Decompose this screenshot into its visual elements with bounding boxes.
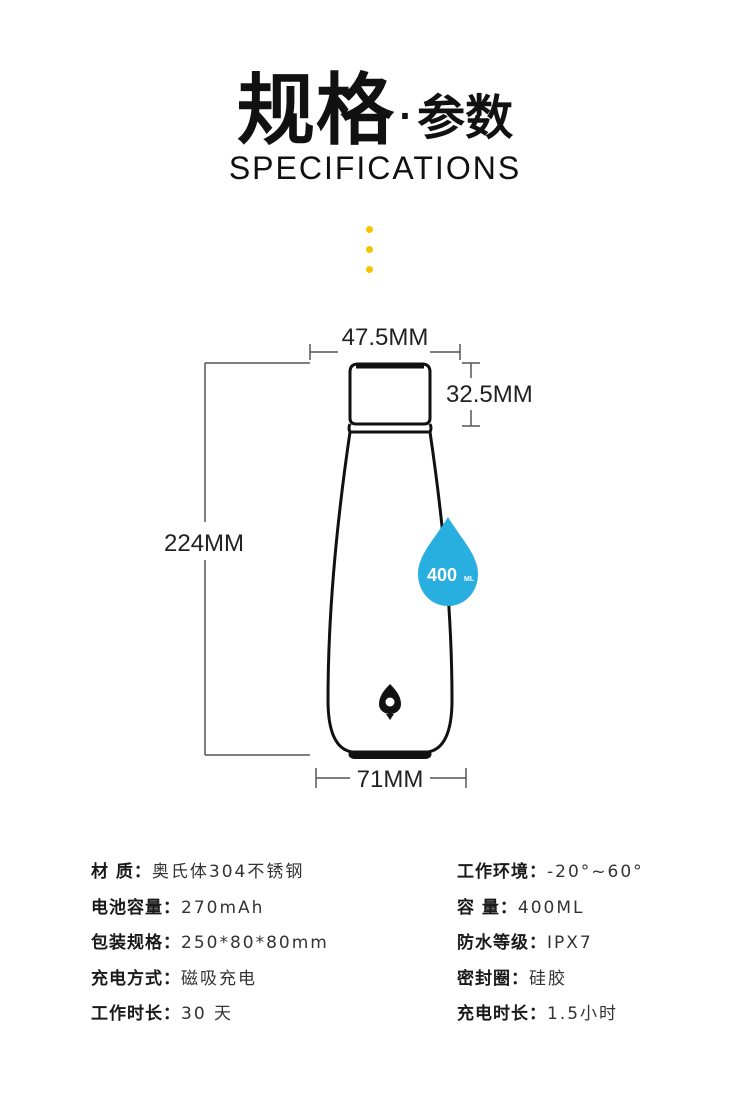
spec-row: 充电方式：磁吸充电 xyxy=(91,962,329,998)
spec-value: 250*80*80mm xyxy=(181,933,329,953)
capacity-unit: ML xyxy=(464,576,475,583)
spec-label: 工作环境： xyxy=(457,862,547,882)
spec-row: 防水等级：IPX7 xyxy=(457,926,644,962)
spec-value: 磁吸充电 xyxy=(181,968,257,989)
spec-value: IPX7 xyxy=(547,933,593,953)
spec-label: 容 量： xyxy=(457,897,518,918)
spec-row: 密封圈：硅胶 xyxy=(457,962,644,998)
spec-list: 材 质：奥氏体304不锈钢 电池容量：270mAh 包装规格：250*80*80… xyxy=(0,855,750,1055)
total-height-dimension xyxy=(204,362,310,756)
cap-height-dimension xyxy=(462,362,480,427)
decorative-dots xyxy=(366,226,374,276)
spec-label: 防水等级： xyxy=(457,933,547,953)
bottle-base xyxy=(348,751,432,759)
spec-row: 工作环境：-20°~60° xyxy=(457,855,644,891)
spec-row: 电池容量：270mAh xyxy=(91,891,329,927)
spec-value: 硅胶 xyxy=(529,968,567,989)
title-row: 规格 · 参数 xyxy=(0,50,750,150)
top-width-label: 47.5MM xyxy=(342,324,429,351)
spec-column-right: 工作环境：-20°~60° 容 量：400ML 防水等级：IPX7 密封圈：硅胶… xyxy=(457,855,644,1033)
page-subtitle: 参数 xyxy=(417,90,514,146)
spec-label: 材 质： xyxy=(91,862,152,882)
spec-label: 密封圈： xyxy=(457,968,529,989)
bottle-cap xyxy=(348,362,432,426)
spec-row: 包装规格：250*80*80mm xyxy=(91,926,329,962)
base-width-label: 71MM xyxy=(357,766,424,793)
spec-label: 充电方式： xyxy=(91,968,181,989)
total-height-label: 224MM xyxy=(164,530,244,557)
spec-label: 电池容量： xyxy=(91,897,181,918)
spec-label: 充电时长： xyxy=(457,1004,547,1024)
spec-value: 奥氏体304不锈钢 xyxy=(151,862,305,882)
dot-icon xyxy=(366,226,373,233)
spec-column-left: 材 质：奥氏体304不锈钢 电池容量：270mAh 包装规格：250*80*80… xyxy=(91,855,329,1033)
spec-row: 容 量：400ML xyxy=(457,891,644,927)
base-width-dimension xyxy=(315,768,467,788)
spec-value: 30 天 xyxy=(181,1004,234,1024)
spec-value: 400ML xyxy=(517,897,585,918)
spec-value: 1.5小时 xyxy=(547,1004,619,1024)
top-width-dimension xyxy=(309,344,461,360)
dot-icon xyxy=(366,246,373,253)
spec-value: -20°~60° xyxy=(547,862,644,882)
capacity-badge: 400 ML xyxy=(418,517,478,606)
rocket-drop-icon xyxy=(379,684,401,720)
spec-label: 工作时长： xyxy=(91,1004,181,1024)
capacity-value: 400 xyxy=(427,565,457,585)
spec-row: 工作时长：30 天 xyxy=(91,997,329,1033)
spec-row: 充电时长：1.5小时 xyxy=(457,997,644,1033)
water-drop-icon xyxy=(418,517,478,606)
spec-row: 材 质：奥氏体304不锈钢 xyxy=(91,855,329,891)
dot-icon xyxy=(366,266,373,273)
page-title: 规格 xyxy=(236,66,395,156)
bottle-diagram: 400 ML 47.5MM 32.5MM 224MM xyxy=(164,324,533,793)
spec-label: 包装规格： xyxy=(91,933,181,953)
spec-value: 270mAh xyxy=(181,897,265,918)
cap-height-label: 32.5MM xyxy=(446,381,533,408)
title-separator: · xyxy=(398,97,412,135)
page-title-english: SPECIFICATIONS xyxy=(228,150,522,186)
